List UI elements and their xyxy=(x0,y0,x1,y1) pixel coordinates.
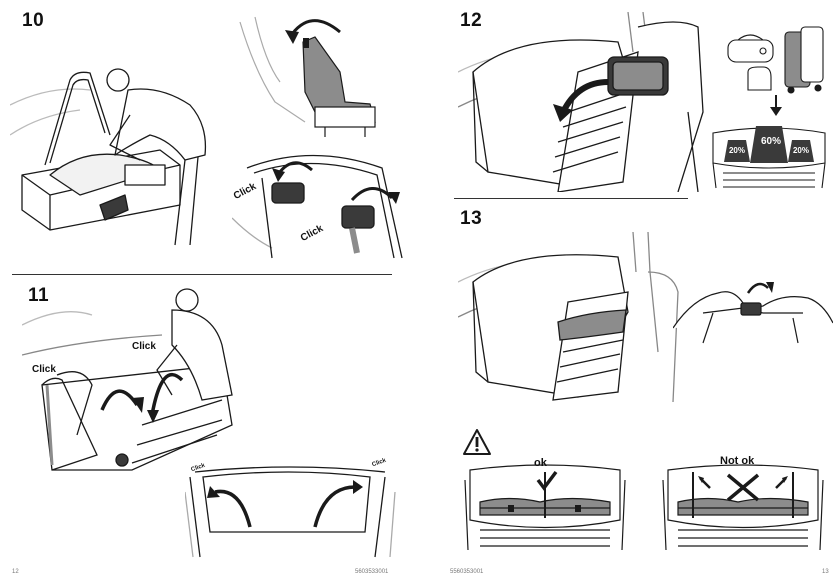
step-13-main-illustration xyxy=(458,232,698,402)
load-center-percent: 60% xyxy=(754,136,788,147)
step-10-clip-detail xyxy=(232,148,407,270)
load-right-percent: 20% xyxy=(788,146,814,155)
arrow-down-icon xyxy=(769,95,783,117)
luggage-items-illustration xyxy=(723,22,833,97)
step-11-detail-illustration xyxy=(185,462,400,562)
click-label: Click xyxy=(32,364,56,375)
step-10-main-illustration xyxy=(10,45,225,250)
right-page: 12 xyxy=(418,0,836,581)
load-left-percent: 20% xyxy=(724,146,750,155)
step-divider xyxy=(12,274,392,275)
not-ok-label: Not ok xyxy=(720,455,754,467)
page-number: 12 xyxy=(12,569,19,575)
strap-buckle-illustration xyxy=(673,268,833,348)
ok-label: ok xyxy=(534,457,547,469)
warning-triangle-icon xyxy=(462,428,492,456)
document-code: 5603533001 xyxy=(355,569,388,575)
step-number-10: 10 xyxy=(22,10,44,32)
page-number: 13 xyxy=(822,569,829,575)
left-page: 10 xyxy=(0,0,418,581)
step-12-main-illustration xyxy=(458,12,708,192)
document-code: 5560353001 xyxy=(450,569,483,575)
click-label: Click xyxy=(132,341,156,352)
step-10-seat-detail xyxy=(235,12,405,142)
step-11-main-illustration xyxy=(22,285,252,490)
strap-not-ok-illustration xyxy=(658,460,828,560)
load-distribution-illustration xyxy=(708,118,830,193)
strap-ok-illustration xyxy=(460,460,630,560)
step-number-13: 13 xyxy=(460,208,482,230)
step-divider xyxy=(454,198,688,199)
